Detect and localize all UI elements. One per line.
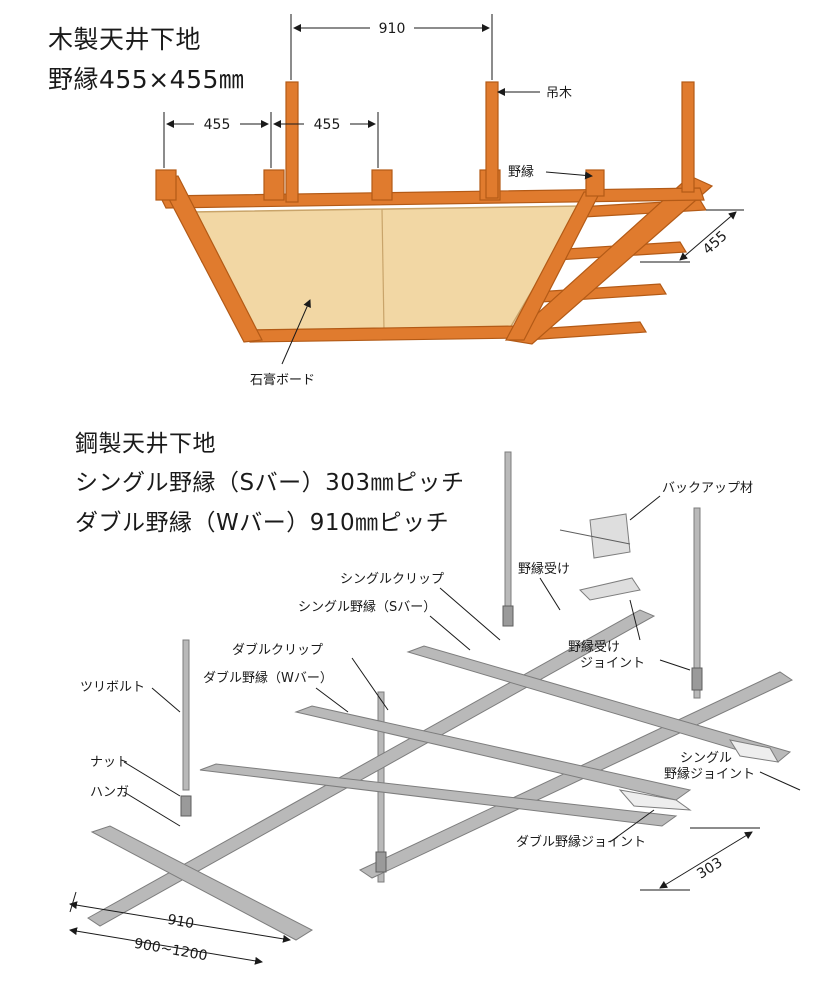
- wood-label-nobuchi: 野縁: [508, 164, 534, 180]
- label-nobuchi-uke: 野縁受け: [518, 561, 570, 577]
- label-backup: バックアップ材: [662, 481, 753, 496]
- label-single-joint-2: 野縁ジョイント: [664, 766, 755, 782]
- steel-ceiling-diagram: バックアップ材 野縁受け シングルクリップ シングル野縁（Sバー） 野縁受け ジ…: [69, 451, 801, 965]
- steel-title: 鋼製天井下地: [75, 431, 216, 457]
- single-joint-piece: [728, 739, 779, 763]
- wood-hanging-posts: [285, 81, 695, 203]
- label-tsuribolt: ツリボルト: [80, 680, 145, 695]
- uke-joint-piece: [579, 577, 641, 601]
- s-bar-1: [406, 645, 792, 763]
- label-uke-joint-1: 野縁受け: [568, 639, 620, 655]
- label-double-joint: ダブル野縁ジョイント: [516, 834, 646, 850]
- label-double-clip: ダブルクリップ: [232, 642, 323, 658]
- dim-303: 303: [694, 855, 725, 883]
- wood-top-rail: [159, 187, 705, 209]
- wood-dim-455-side: 455: [700, 228, 731, 258]
- label-hanger: ハンガ: [90, 785, 129, 800]
- wood-label-tsurigi: 吊木: [546, 86, 572, 101]
- double-joint-piece: [618, 789, 692, 811]
- steel-cross-bars: [90, 645, 792, 941]
- wood-subtitle: 野縁455×455㎜: [48, 65, 245, 94]
- wood-right-rail: [506, 175, 714, 345]
- w-bar-1: [90, 825, 314, 941]
- steel-nuts: [180, 605, 703, 873]
- dim-910: 910: [166, 912, 195, 932]
- label-single-clip: シングルクリップ: [340, 572, 444, 587]
- w-bar-2: [199, 763, 678, 827]
- label-nut: ナット: [90, 755, 129, 770]
- board-seam: [381, 208, 385, 331]
- wood-title: 木製天井下地: [48, 25, 202, 54]
- label-single-nobuchi: シングル野縁（Sバー）: [298, 599, 436, 615]
- label-double-nobuchi: ダブル野縁（Wバー）: [203, 670, 333, 686]
- backup-material: [589, 513, 631, 559]
- steel-line1: シングル野縁（Sバー）303㎜ピッチ: [75, 470, 465, 496]
- wood-dim-455-b: 455: [314, 117, 341, 133]
- dim-900-1200: 900~1200: [133, 936, 209, 965]
- wood-dim-910: 910: [379, 21, 406, 37]
- wood-stubs: [155, 169, 605, 201]
- wood-dim-455-a: 455: [204, 117, 231, 133]
- label-single-joint-1: シングル: [680, 751, 732, 766]
- label-uke-joint-2: ジョイント: [580, 656, 645, 671]
- wood-label-board: 石膏ボード: [250, 372, 315, 388]
- wood-ceiling-diagram: 910 455 455 455 吊木 野縁 石膏ボード: [155, 14, 744, 388]
- w-bar-3: [294, 705, 692, 801]
- steel-line2: ダブル野縁（Wバー）910㎜ピッチ: [75, 510, 450, 536]
